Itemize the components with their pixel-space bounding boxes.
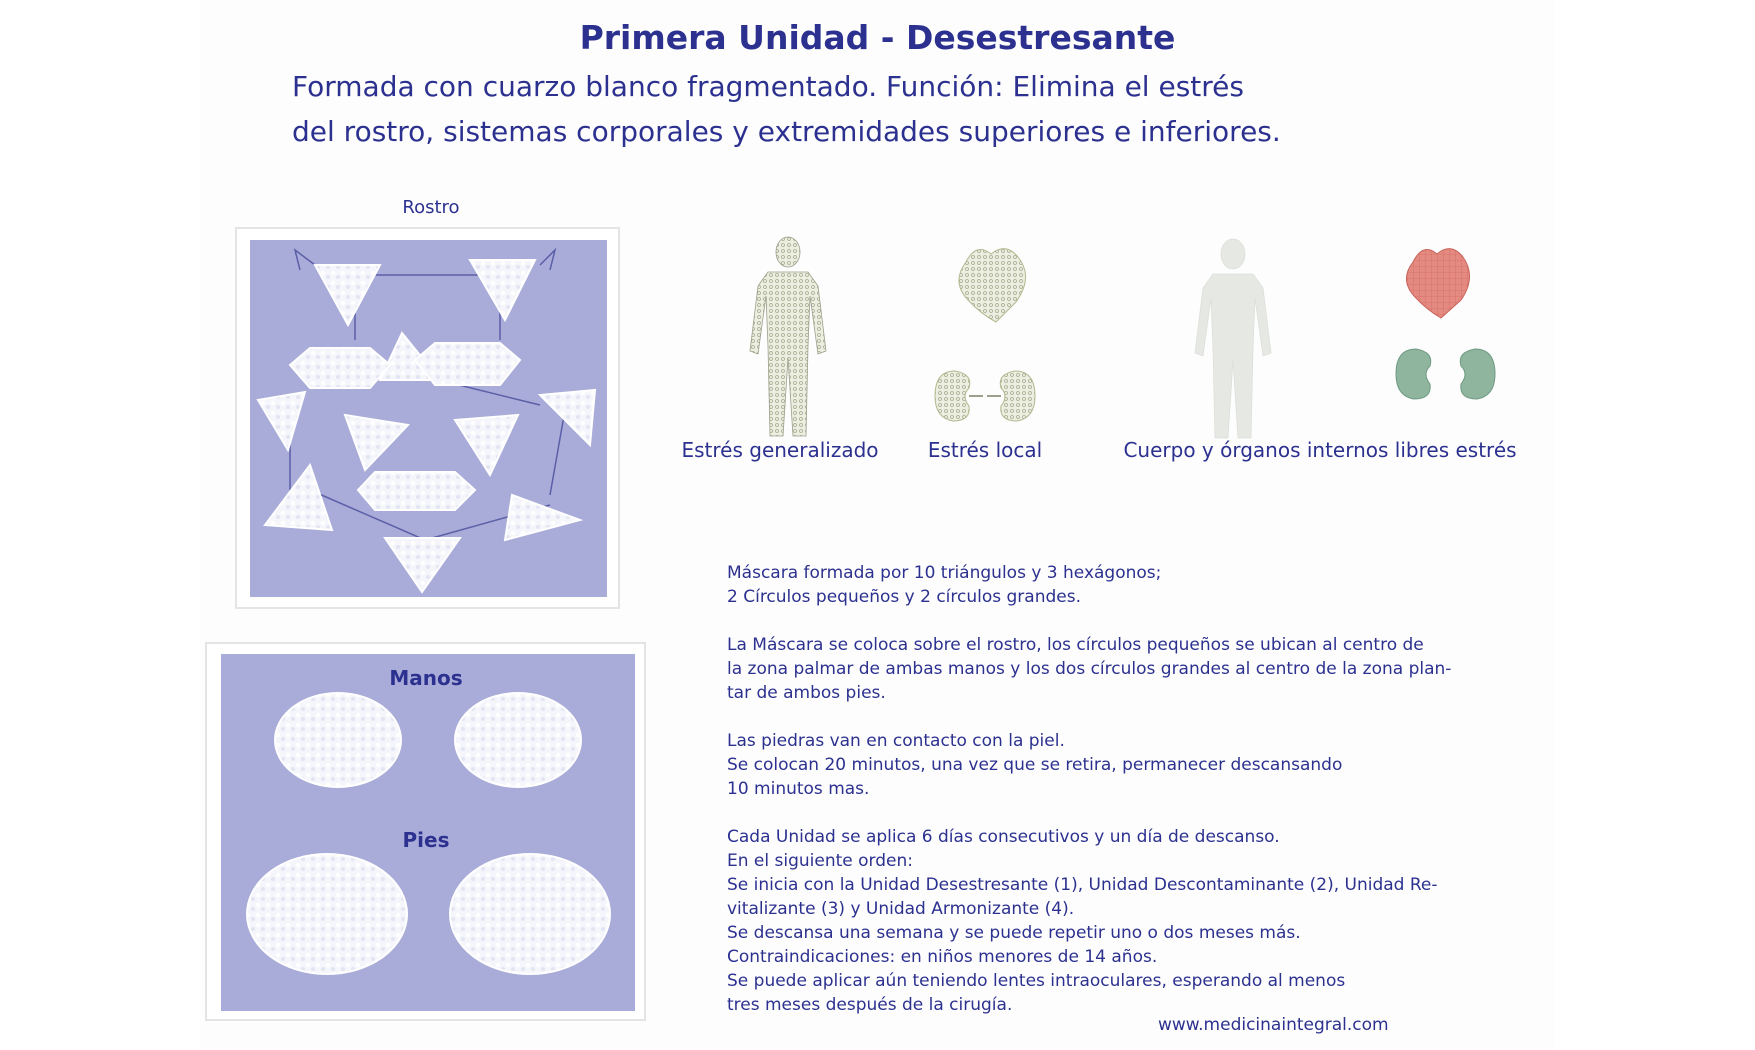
hexagon-stone <box>356 471 477 511</box>
info-line: tar de ambos pies. <box>727 683 886 703</box>
info-line: 2 Círculos pequeños y 2 círculos grandes… <box>727 587 1082 607</box>
small-circle-stone <box>274 692 402 788</box>
kidneys-stress-icon <box>934 370 1036 422</box>
info-line: 10 minutos mas. <box>727 779 870 799</box>
info-line: vitalizante (3) y Unidad Armonizante (4)… <box>727 899 1075 919</box>
info-line: La Máscara se coloca sobre el rostro, lo… <box>727 635 1424 655</box>
info-line: Cada Unidad se aplica 6 días consecutivo… <box>727 827 1280 847</box>
caption-estres-local: Estrés local <box>927 438 1043 462</box>
triangle-stone <box>383 537 462 594</box>
triangle-stone <box>468 259 537 323</box>
info-paragraph-2: La Máscara se coloca sobre el rostro, lo… <box>727 633 1507 705</box>
caption-cuerpo-libre: Cuerpo y órganos internos libres estrés <box>1123 438 1517 462</box>
website-link[interactable]: www.medicinaintegral.com <box>1158 1015 1389 1035</box>
triangle-stone <box>343 413 411 472</box>
info-paragraph-4: Cada Unidad se aplica 6 días consecutivo… <box>727 825 1507 1017</box>
small-circle-stone <box>454 692 582 788</box>
info-line: Se puede aplicar aún teniendo lentes int… <box>727 971 1346 991</box>
subtitle-line-1: Formada con cuarzo blanco fragmentado. F… <box>292 70 1244 103</box>
large-circle-stone <box>449 853 611 975</box>
pies-label: Pies <box>402 828 450 852</box>
triangle-stone <box>313 264 382 328</box>
instructions-text: Máscara formada por 10 triángulos y 3 he… <box>727 561 1507 1041</box>
heart-healthy-icon <box>1406 248 1470 319</box>
rostro-frame <box>235 227 620 609</box>
info-paragraph-3: Las piedras van en contacto con la piel.… <box>727 729 1507 801</box>
rostro-label: Rostro <box>402 197 460 218</box>
hand-foot-stones <box>246 692 611 975</box>
info-line: Se colocan 20 minutos, una vez que se re… <box>727 755 1343 775</box>
kidneys-healthy-icon <box>1395 348 1496 400</box>
info-paragraph-1: Máscara formada por 10 triángulos y 3 he… <box>727 561 1507 609</box>
page-subtitle: Formada con cuarzo blanco fragmentado. F… <box>292 64 1542 154</box>
hexagon-stone <box>288 347 392 389</box>
triangle-stone <box>537 388 597 448</box>
healthy-body-figure <box>1194 238 1272 439</box>
info-line: En el siguiente orden: <box>727 851 913 871</box>
stressed-body-figure <box>749 236 827 437</box>
manos-label: Manos <box>389 666 463 690</box>
info-line: Máscara formada por 10 triángulos y 3 he… <box>727 563 1162 583</box>
info-line: Contraindicaciones: en niños menores de … <box>727 947 1158 967</box>
info-line: Se inicia con la Unidad Desestresante (1… <box>727 875 1438 895</box>
triangle-stone <box>453 413 520 478</box>
caption-estres-generalizado: Estrés generalizado <box>681 438 879 462</box>
hexagon-stone <box>413 342 522 386</box>
triangle-stone <box>503 493 584 542</box>
large-circle-stone <box>246 853 408 975</box>
triangle-stone <box>263 462 334 532</box>
triangle-stone <box>256 390 307 453</box>
info-line: Se descansa una semana y se puede repeti… <box>727 923 1301 943</box>
info-line: tres meses después de la cirugía. <box>727 995 1013 1015</box>
page-title: Primera Unidad - Desestresante <box>579 18 1176 57</box>
face-mask-diagram <box>256 247 597 594</box>
heart-stress-icon <box>958 248 1026 323</box>
info-line: la zona palmar de ambas manos y los dos … <box>727 659 1452 679</box>
info-line: Las piedras van en contacto con la piel. <box>727 731 1065 751</box>
subtitle-line-2: del rostro, sistemas corporales y extrem… <box>292 115 1281 148</box>
